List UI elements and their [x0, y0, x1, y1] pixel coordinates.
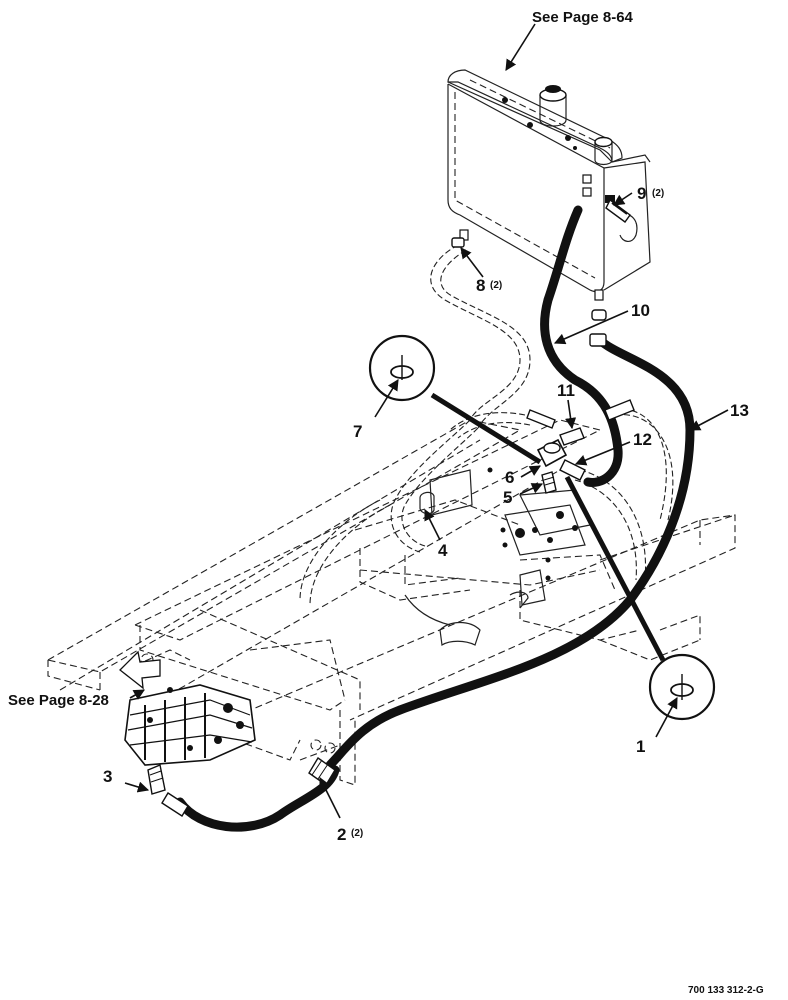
callout-8-qty: (2): [490, 280, 502, 291]
tube-4: [419, 491, 529, 609]
dashed-hoses: [299, 244, 674, 606]
callout-8: 8: [476, 276, 485, 295]
callout-12: 12: [633, 430, 652, 449]
drawing-code: 700 133 312-2-G: [688, 985, 764, 996]
callout-11: 11: [557, 381, 575, 400]
callout-5: 5: [503, 488, 512, 507]
callout-4: 4: [438, 541, 448, 560]
hydraulic-pump: [119, 650, 256, 795]
callout-1: 1: [636, 737, 645, 756]
fitting-8: [451, 237, 465, 248]
callout-13: 13: [730, 401, 749, 420]
callout-2: 2: [337, 825, 346, 844]
callout-9: 9: [637, 184, 646, 203]
fitting-10: [591, 309, 607, 321]
valve-assembly: [487, 399, 635, 581]
leader-lines: [124, 23, 729, 819]
frame-brackets: [404, 469, 546, 647]
detail-circle-7: [368, 334, 542, 465]
labels: See Page 8-64 See Page 8-28 9 (2) 8 (2) …: [8, 9, 764, 996]
callout-7: 7: [353, 422, 362, 441]
callout-6: 6: [505, 468, 514, 487]
detail-circle-1: [564, 475, 716, 721]
hose-lower: [175, 765, 340, 832]
hose-10: [540, 205, 623, 487]
hose-end-fittings: [161, 333, 607, 817]
fitting-9: [605, 198, 631, 223]
hydraulic-tank: [447, 69, 651, 301]
pump-page-reference: See Page 8-28: [8, 692, 109, 709]
tank-page-reference: See Page 8-64: [532, 9, 634, 26]
callout-9-qty: (2): [652, 188, 664, 199]
callout-2-qty: (2): [351, 828, 363, 839]
callout-3: 3: [103, 767, 112, 786]
callout-10: 10: [631, 301, 650, 320]
